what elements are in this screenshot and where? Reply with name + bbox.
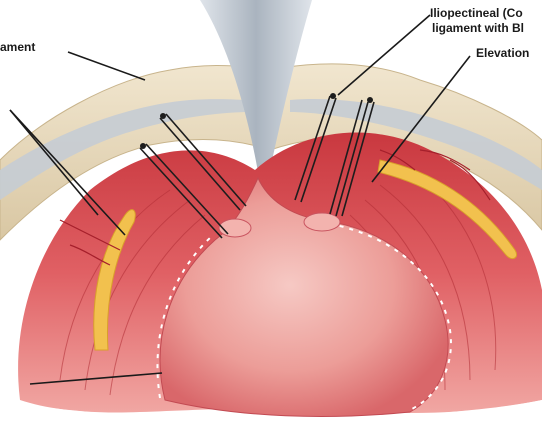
label-elevation: Elevation <box>476 46 529 60</box>
elevation-knob-left <box>219 219 251 237</box>
elevation-knob-right <box>304 213 340 231</box>
label-ligament: ament <box>0 40 35 54</box>
label-iliopectineal-line1: Iliopectineal (Co <box>430 6 523 20</box>
label-iliopectineal-line2: ligament with Bl <box>432 21 524 35</box>
